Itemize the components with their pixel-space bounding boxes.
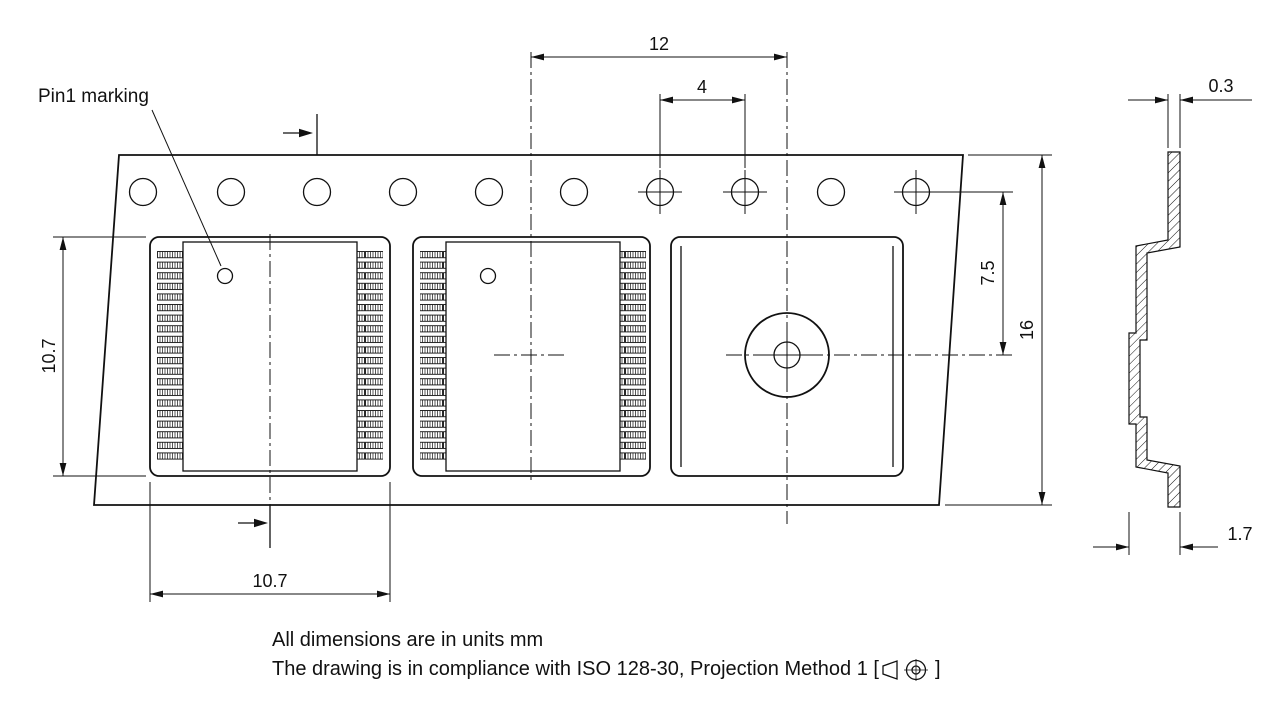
sprocket-hole [388,177,418,207]
note-standard: The drawing is in compliance with ISO 12… [272,655,941,684]
dimension-sprocket-pitch: 4 [659,77,746,168]
pin1-marking-dot [479,267,497,285]
sprocket-hole-crosshair [638,170,938,214]
lead-pattern [620,251,646,463]
lead-pattern [357,251,383,463]
dimension-tape-width: 16 [945,154,1052,506]
dim-label-pocket-width: 10.7 [252,571,287,591]
pin1-marking-label: Pin1 marking [38,86,149,107]
pin1-leader-line [151,109,222,267]
pin1-callout: Pin1 marking [38,86,222,267]
first-angle-projection-icon [882,658,928,681]
tape-outline [93,154,964,506]
dimension-pocket-width: 10.7 [149,482,391,602]
dimension-pocket-pitch: 12 [531,34,787,61]
ic-body [445,241,621,472]
dim-label-tape-thickness: 0.3 [1208,76,1233,96]
sprocket-hole [474,177,504,207]
section-view-arrows [238,114,318,548]
section-arrow-icon [299,128,313,138]
centerlines [269,52,1013,546]
side-view-cross-section [1128,151,1181,508]
lead-pattern [420,251,446,463]
dimension-pocket-length: 10.7 [39,236,146,477]
dimension-tape-thickness: 0.3 [1128,76,1252,148]
sprocket-hole [559,177,589,207]
dim-label-pocket-depth: 1.7 [1227,524,1252,544]
pin1-marking-dot [216,267,234,285]
pocket-2 [412,236,651,477]
sprocket-hole [128,177,158,207]
sprocket-hole [302,177,332,207]
dimension-hole-to-pocket-center: 7.5 [934,191,1013,355]
section-arrow-icon [254,518,268,528]
sprocket-hole [216,177,246,207]
dimension-pocket-depth: 1.7 [1093,512,1253,555]
notes: All dimensions are in units mm The drawi… [272,626,941,684]
lead-pattern [157,251,183,463]
note-standard-text: The drawing is in compliance with ISO 12… [272,658,879,680]
dim-label-pocket-length: 10.7 [39,338,59,373]
note-units: All dimensions are in units mm [272,629,544,651]
dim-label-tape-width: 16 [1017,320,1037,340]
note-standard-close-bracket: ] [934,658,941,680]
sprocket-hole [816,177,846,207]
sprocket-holes [128,170,938,214]
dim-label-hole-to-pocket-center: 7.5 [978,260,998,285]
dim-label-sprocket-pitch: 4 [697,77,707,97]
dim-label-pocket-pitch: 12 [649,34,669,54]
